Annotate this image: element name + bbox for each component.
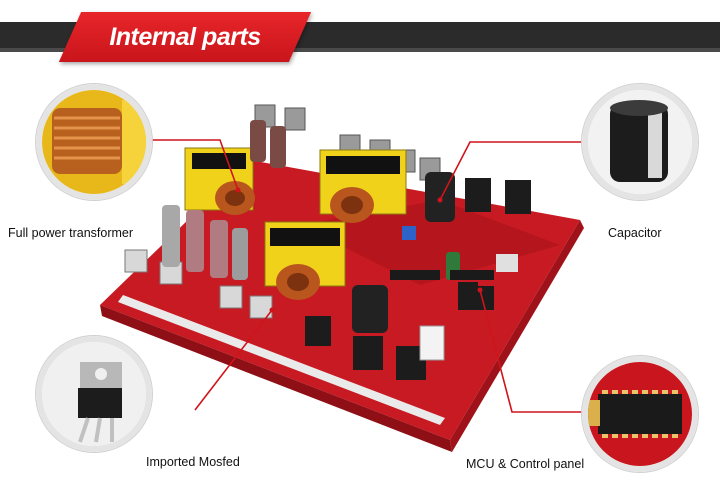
page-title: Internal parts (109, 23, 261, 51)
mosfet-label: Imported Mosfed (146, 455, 240, 469)
capacitor-label: Capacitor (608, 226, 662, 240)
connector-black (478, 286, 494, 310)
connector-white (496, 254, 518, 272)
transformer-callout-circle (36, 84, 152, 200)
mosfet-icon (42, 342, 146, 446)
wire-connector (419, 325, 445, 361)
mcu-callout-circle (582, 356, 698, 472)
ic-strip (390, 270, 440, 280)
mcu-chip-icon (588, 362, 692, 466)
transformer-middle (264, 221, 346, 300)
transformer-left (184, 147, 255, 215)
leader-lines (150, 139, 595, 413)
relay-black (458, 282, 478, 310)
header-stripe (0, 48, 720, 52)
transformer-label: Full power transformer (8, 226, 134, 240)
heatsink-row-front (124, 249, 273, 319)
capacitor-callout-circle (582, 84, 698, 200)
trimmer-blue (402, 226, 416, 240)
transformer-right (319, 149, 407, 223)
board-edge-front (100, 305, 452, 452)
ic-strip-2 (450, 270, 494, 280)
leader-dots (235, 187, 483, 313)
capacitor-icon (588, 90, 692, 194)
board-edge-side (450, 220, 584, 452)
mosfet-callout-circle (36, 336, 152, 452)
transformer-coil-icon (42, 90, 146, 194)
board-white-strip (118, 295, 445, 425)
board-upper-module (300, 200, 560, 285)
mcu-label: MCU & Control panel (466, 457, 585, 471)
